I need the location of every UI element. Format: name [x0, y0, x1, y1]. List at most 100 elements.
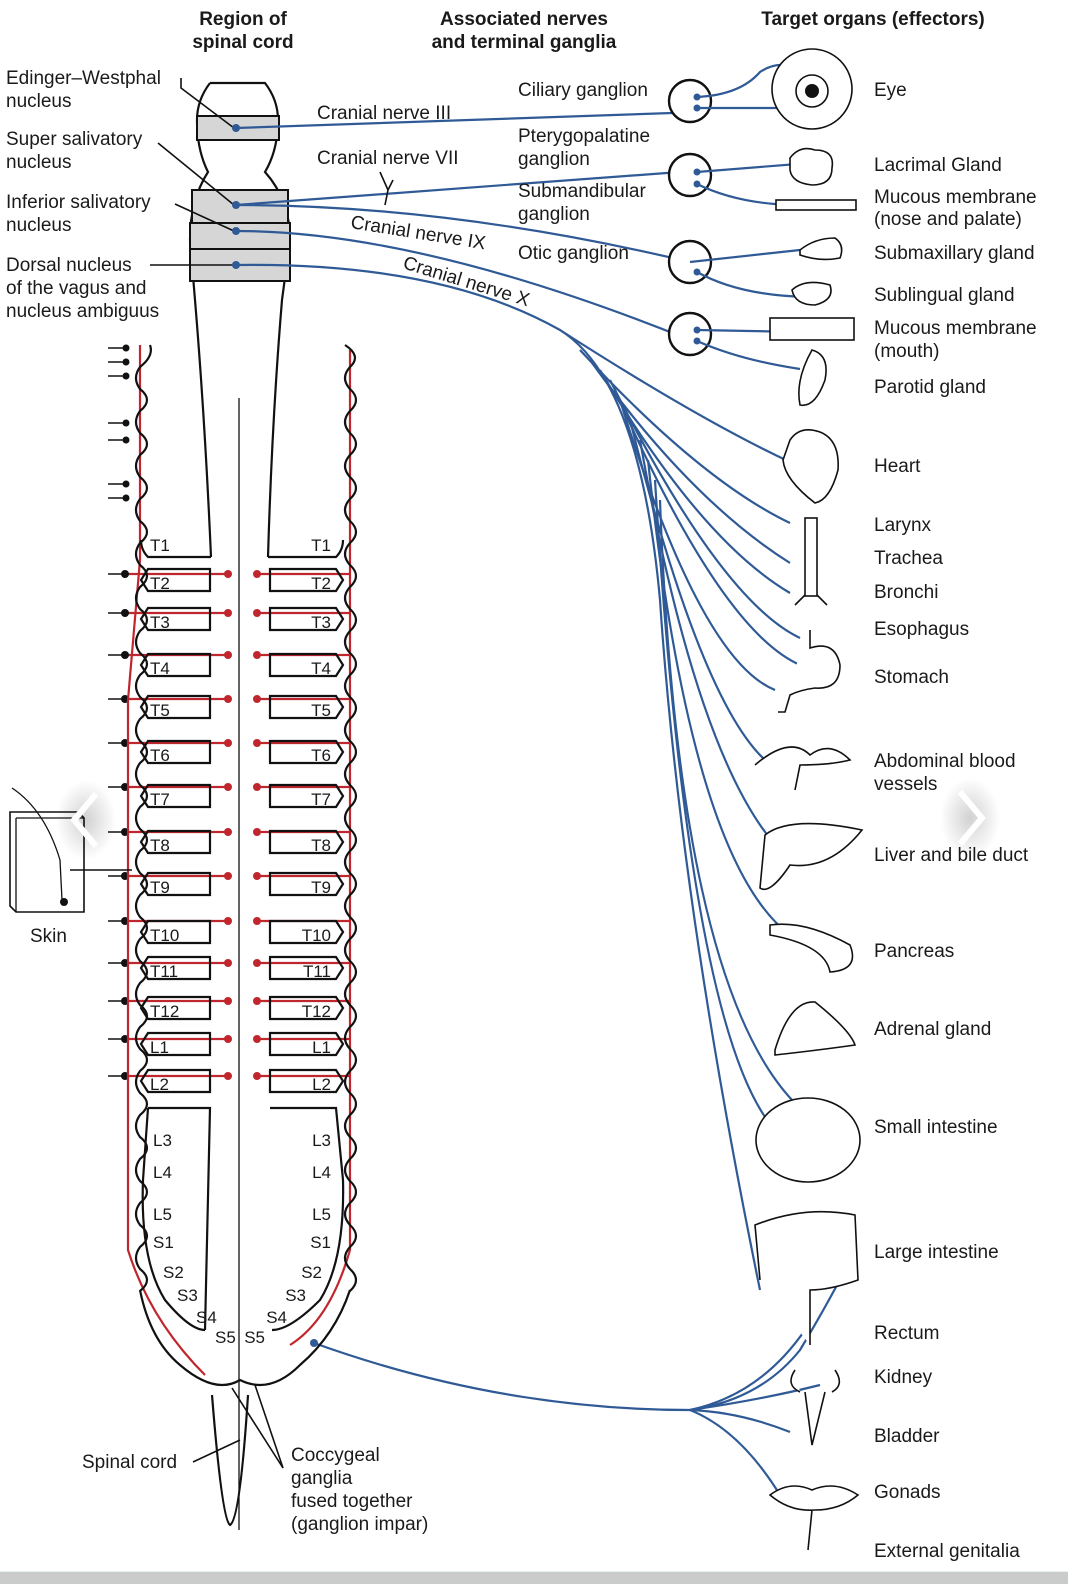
- segment-box-left: [139, 871, 212, 897]
- header-region-line2: spinal cord: [192, 32, 293, 53]
- chevron-left-icon: [56, 780, 116, 860]
- segment-label-right-t12: T12: [302, 1002, 331, 1021]
- ramus-dot: [224, 609, 232, 617]
- cranial-nerve-vii-lower-path: [235, 203, 691, 264]
- stomach-illustration: [778, 630, 841, 713]
- chain-outline-right: [343, 344, 358, 1292]
- segment-box-left: [139, 1068, 212, 1094]
- segment-label-left-s4: S4: [196, 1308, 217, 1327]
- segment-box-left: [139, 829, 212, 855]
- segment-label-left-l5: L5: [153, 1205, 172, 1224]
- ganglion-label-ptery-b: ganglion: [518, 149, 590, 170]
- segment-label-right-s3: S3: [285, 1286, 306, 1305]
- header-nerves-line1: Associated nerves: [440, 9, 608, 30]
- ramus-dot: [253, 828, 261, 836]
- segment-label-left-t4: T4: [150, 659, 170, 678]
- segment-box-left: [139, 995, 212, 1021]
- ramus-dot: [224, 739, 232, 747]
- segment-label-left-t1: T1: [150, 536, 170, 555]
- segment-box-left: [139, 567, 212, 593]
- kidney-bladder-illustration: [790, 1369, 841, 1446]
- lacrimal-gland-illustration: [789, 147, 834, 186]
- ganglion-labels: Ciliary ganglion Pterygopalatine ganglio…: [518, 80, 650, 264]
- heart-illustration: [782, 429, 839, 504]
- segment-box-right: [268, 652, 345, 678]
- nucleus-label-1a: Edinger–Westphal: [6, 68, 161, 89]
- segment-label-left-l2: L2: [150, 1075, 169, 1094]
- pelvic-nerve: [310, 1259, 851, 1502]
- next-image-button[interactable]: [940, 778, 1000, 858]
- segment-label-right-s1: S1: [310, 1233, 331, 1252]
- segment-box-left: [139, 652, 212, 678]
- ramus-dot: [224, 917, 232, 925]
- organ-label-abdominal-a: Abdominal blood: [874, 751, 1016, 772]
- ciliary-ganglion: [667, 78, 713, 124]
- segment-label-left-t11: T11: [150, 962, 178, 981]
- cranial-nerve-ix-label: Cranial nerve IX: [349, 212, 487, 254]
- nucleus-label-3a: Inferior salivatory: [6, 192, 151, 213]
- cranial-nerve-iii-path: [235, 102, 691, 130]
- segment-box-right: [268, 1031, 345, 1057]
- segment-label-right-l3: L3: [312, 1131, 331, 1150]
- segment-box-left: [139, 694, 212, 720]
- organ-illustrations: [754, 48, 864, 1551]
- organ-label-bladder: Bladder: [874, 1426, 940, 1447]
- cranial-nerve-x-label: Cranial nerve X: [401, 253, 533, 311]
- coccygeal-label-a: Coccygeal: [291, 1445, 380, 1466]
- organ-label-external-genitalia: External genitalia: [874, 1541, 1020, 1562]
- header-region: Region of spinal cord: [192, 9, 293, 53]
- segment-label-right-l4: L4: [312, 1163, 331, 1182]
- organ-label-liver: Liver and bile duct: [874, 845, 1029, 866]
- nucleus-label-2a: Super salivatory: [6, 129, 143, 150]
- sympathetic-chain-right: [289, 350, 352, 1346]
- organ-label-small-intestine: Small intestine: [874, 1117, 998, 1138]
- ganglion-label-submand-b: ganglion: [518, 204, 590, 225]
- segment-label-right-t10: T10: [302, 926, 331, 945]
- segment-label-right-t1: T1: [311, 536, 331, 555]
- ramus-dot: [253, 1072, 261, 1080]
- organ-label-eye: Eye: [874, 80, 907, 101]
- organ-label-larynx: Larynx: [874, 515, 932, 536]
- segment-label-left-t12: T12: [150, 1002, 179, 1021]
- vagus-branches: [559, 329, 831, 1136]
- segment-box-right: [268, 739, 345, 765]
- segment-label-left-t3: T3: [150, 613, 170, 632]
- ramus-dot: [253, 959, 261, 967]
- segment-label-left-s1: S1: [153, 1233, 174, 1252]
- organ-label-parotid: Parotid gland: [874, 377, 986, 398]
- header-targets: Target organs (effectors): [761, 9, 984, 30]
- organ-label-sublingual: Sublingual gland: [874, 285, 1015, 306]
- segment-label-right-s5: S5: [244, 1328, 265, 1347]
- segment-label-left-s5: S5: [215, 1328, 236, 1347]
- ramus-dot: [253, 739, 261, 747]
- segment-box-right: [268, 955, 345, 981]
- segment-label-right-t3: T3: [311, 613, 331, 632]
- oral-mucosa-illustration: [769, 317, 855, 341]
- segment-box-right: [268, 995, 345, 1021]
- cranial-nerve-iii-label: Cranial nerve III: [317, 103, 451, 124]
- ramus-dot: [253, 651, 261, 659]
- sympathetic-chain-left: [126, 345, 206, 1376]
- segment-label-right-t2: T2: [311, 574, 331, 593]
- nucleus-label-4c: nucleus ambiguus: [6, 301, 159, 322]
- organ-label-rectum: Rectum: [874, 1323, 939, 1344]
- previous-image-button[interactable]: [56, 780, 116, 860]
- segment-box-left: [139, 739, 212, 765]
- segment-box-left: [139, 919, 212, 945]
- segment-box-left: [139, 955, 212, 981]
- ramus-dot: [224, 1072, 232, 1080]
- skin-label: Skin: [30, 926, 67, 947]
- chain-outline-left: [134, 344, 152, 1292]
- organ-label-pancreas: Pancreas: [874, 941, 954, 962]
- abdominal-vessels-illustration: [754, 746, 852, 791]
- submandibular-ganglion: [667, 311, 713, 357]
- segment-label-left-t2: T2: [150, 574, 170, 593]
- ganglion-label-ciliary: Ciliary ganglion: [518, 80, 648, 101]
- sublingual-gland-illustration: [791, 281, 832, 306]
- pancreas-illustration: [769, 923, 854, 973]
- nucleus-label-4b: of the vagus and: [6, 278, 147, 299]
- ramus-dot: [224, 828, 232, 836]
- organ-label-stomach: Stomach: [874, 667, 949, 688]
